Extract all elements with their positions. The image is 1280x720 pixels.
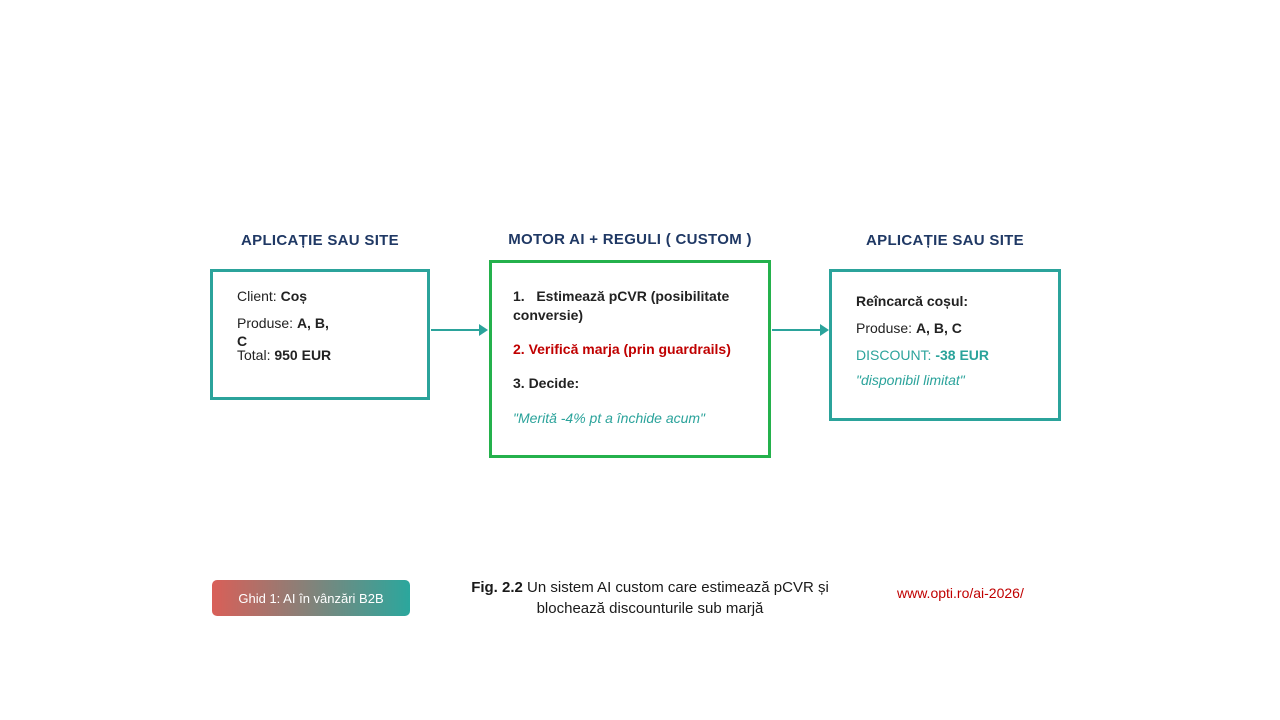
website-link[interactable]: www.opti.ro/ai-2026/ xyxy=(897,585,1024,601)
cart-box: Client: Coș Produse: A, B, C Total: 950 … xyxy=(210,269,430,400)
produse-line: Produse: A, B, C xyxy=(237,314,341,350)
engine-box: 1. Estimează pCVR (posibilitate conversi… xyxy=(489,260,771,458)
result-produse-label: Produse: xyxy=(856,320,916,336)
result-produse-line: Produse: A, B, C xyxy=(856,319,1046,338)
figure-caption: Fig. 2.2 Un sistem AI custom care estime… xyxy=(450,577,850,619)
availability-note: "disponibil limitat" xyxy=(856,372,965,388)
engine-step-2: 2. Verifică marja (prin guardrails) xyxy=(513,341,731,357)
engine-step-1: 1. Estimează pCVR (posibilitate conversi… xyxy=(513,288,730,323)
produse-label: Produse: xyxy=(237,315,297,331)
total-value: 950 EUR xyxy=(274,347,332,363)
client-line: Client: Coș xyxy=(237,287,413,306)
engine-quote: "Merită -4% pt a închide acum" xyxy=(513,410,706,426)
guide-badge-label: Ghid 1: AI în vânzări B2B xyxy=(238,590,384,606)
discount-value: -38 EUR xyxy=(935,347,990,363)
discount-label: DISCOUNT: xyxy=(856,347,936,363)
figure-caption-text: Un sistem AI custom care estimează pCVR … xyxy=(522,579,829,617)
produse-value: A, B, C xyxy=(237,315,329,349)
guide-badge: Ghid 1: AI în vânzări B2B xyxy=(212,580,410,616)
left-column-heading: APLICAȚIE SAU SITE xyxy=(241,232,399,249)
engine-column-heading: MOTOR AI + REGULI ( CUSTOM ) xyxy=(508,231,752,248)
client-value: Coș xyxy=(280,288,308,304)
client-label: Client: xyxy=(237,288,281,304)
total-line: Total: 950 EUR xyxy=(237,346,413,365)
right-column-heading: APLICAȚIE SAU SITE xyxy=(866,232,1024,249)
engine-step-3: 3. Decide: xyxy=(513,375,580,391)
total-label: Total: xyxy=(237,347,275,363)
figure-caption-number: Fig. 2.2 xyxy=(471,579,523,596)
arrow-cart-to-engine xyxy=(431,324,488,336)
result-box: Reîncarcă coșul: Produse: A, B, C DISCOU… xyxy=(829,269,1061,421)
discount-line: DISCOUNT: -38 EUR xyxy=(856,346,1046,365)
arrow-engine-to-result xyxy=(772,324,829,336)
result-title: Reîncarcă coșul: xyxy=(856,293,969,309)
result-produse-value: A, B, C xyxy=(915,320,962,336)
